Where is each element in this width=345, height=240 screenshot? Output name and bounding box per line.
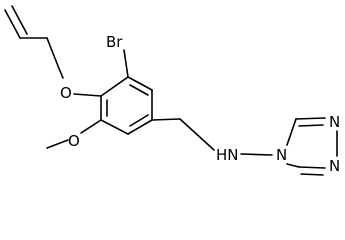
- methoxy-oxygen-label: O: [68, 132, 80, 150]
- structure-canvas: Br O O HN N N N: [4, 5, 340, 176]
- triazole-bond-c5-n1: [295, 117, 326, 120]
- allyl-ch2-bond: [46, 37, 59, 67]
- ring-bond-c6-c5: [100, 119, 129, 135]
- ring-to-bromine-bond: [123, 49, 129, 78]
- triazole-n-substituted-label: N: [276, 146, 287, 164]
- chemical-structure-diagram: Br O O HN N N N: [4, 5, 340, 176]
- oxygen-to-ring-bond: [73, 93, 102, 97]
- triazole-bond-n2-c3: [298, 166, 326, 169]
- triazole-bond-c5-n1-inner: [298, 124, 324, 127]
- ring-bond-c1-c6-inner: [129, 114, 149, 127]
- triazole-n-bottom-label: N: [329, 157, 340, 175]
- bromine-label: Br: [106, 33, 123, 51]
- allyl-terminal-double-bond-inner: [11, 5, 28, 35]
- ch2-to-nh-bond: [179, 118, 215, 151]
- ring-bond-c3-c2: [127, 76, 153, 91]
- ether-oxygen-label: O: [60, 84, 72, 102]
- triazole-bond-n2-c3-inner: [300, 173, 324, 176]
- nh-to-triazole-bond: [240, 153, 273, 156]
- triazole-bond-c3-n4: [286, 163, 300, 168]
- amine-label: HN: [216, 146, 239, 164]
- ring-bond-c4-c3: [100, 76, 129, 97]
- ring-to-ch2-bond: [151, 118, 181, 121]
- allyl-terminal-double-bond: [4, 9, 21, 39]
- triazole-n-top-label: N: [329, 113, 340, 131]
- triazole-bond-n4-c5: [286, 118, 297, 146]
- allyl-to-oxygen-bond: [57, 65, 64, 79]
- methoxy-methyl-bond: [46, 139, 69, 149]
- ring-bond-c1-c6: [127, 119, 153, 135]
- ring-bond-c3-c2-inner: [129, 84, 149, 96]
- ring-to-methoxy-oxygen-bond: [80, 119, 102, 134]
